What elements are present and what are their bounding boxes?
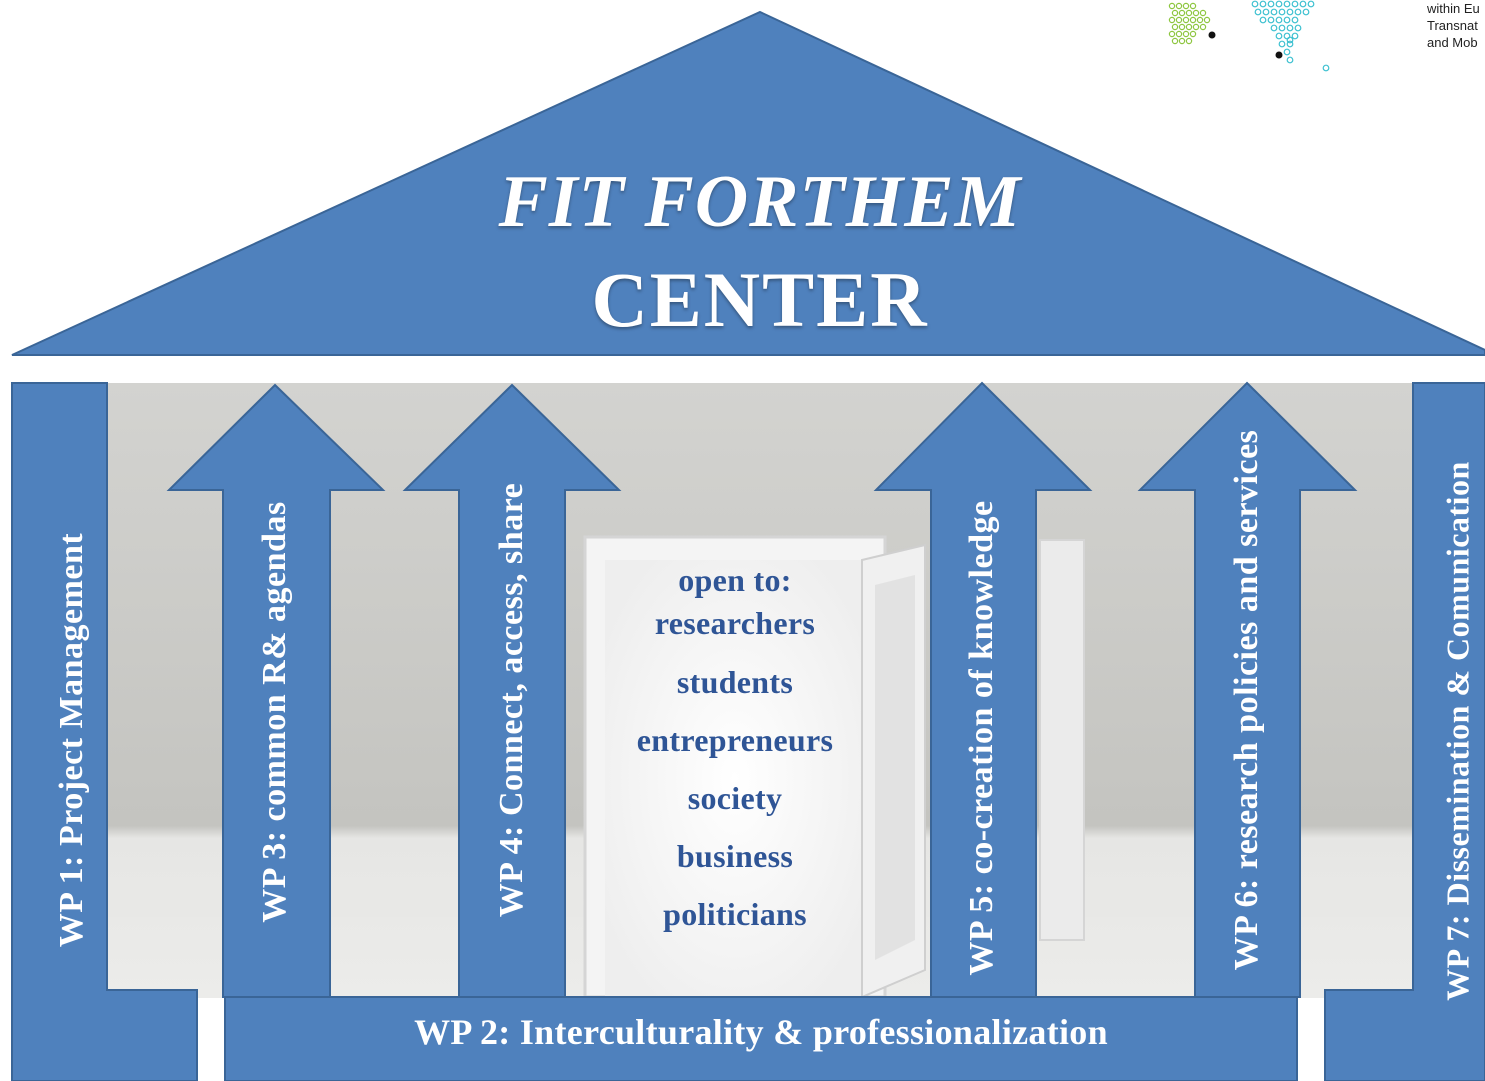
logo-dot — [1278, 40, 1286, 48]
logo-dot — [1203, 16, 1211, 24]
wp7-label: WP 7: Dissemination & Comunication — [1439, 461, 1476, 1001]
logo-dot — [1278, 24, 1286, 32]
logo-dot — [1178, 37, 1186, 45]
logo-dot — [1196, 16, 1204, 24]
logo-dot — [1286, 40, 1294, 48]
audience-item: entrepreneurs — [636, 722, 834, 758]
logo-dot — [1267, 0, 1275, 8]
roof — [11, 10, 1485, 356]
door-heading: open to: — [678, 562, 792, 598]
door-panel-inner — [875, 575, 915, 960]
logo-dot — [1267, 16, 1275, 24]
logo-dot — [1286, 24, 1294, 32]
logo-dot — [1283, 16, 1291, 24]
logo-dot — [1275, 32, 1283, 40]
logo-line: and Mob — [1427, 35, 1478, 50]
logo-dot — [1307, 0, 1315, 8]
logo-dot — [1294, 8, 1302, 16]
logo-dot — [1278, 8, 1286, 16]
wp6-label: WP 6: research policies and services — [1228, 429, 1265, 971]
logo-dot — [1182, 30, 1190, 38]
logo-dot — [1275, 0, 1283, 8]
logo-dot — [1182, 2, 1190, 10]
wp3-label: WP 3: common R& agendas — [256, 501, 293, 923]
logo-dot — [1254, 8, 1262, 16]
logo-dot — [1291, 0, 1299, 8]
logo-dot — [1199, 23, 1207, 31]
logo-dot — [1259, 0, 1267, 8]
wp1-label: WP 1: Project Management — [53, 532, 90, 948]
logo-dot — [1168, 16, 1176, 24]
logo-dot — [1275, 16, 1283, 24]
logo-dot — [1171, 23, 1179, 31]
logo-dot — [1275, 51, 1283, 59]
logo-line: within Eu — [1427, 1, 1480, 16]
logo-dot — [1189, 30, 1197, 38]
logo-dot — [1192, 23, 1200, 31]
doorway-light — [605, 560, 865, 997]
logo-dot — [1270, 24, 1278, 32]
audience-item: politicians — [663, 896, 807, 932]
logo-dot — [1189, 16, 1197, 24]
logo-dot — [1251, 0, 1259, 8]
logo-dot — [1175, 30, 1183, 38]
open-door — [583, 535, 1085, 999]
roof-title-line2: CENTER — [591, 256, 929, 343]
logo-dot — [1283, 48, 1291, 56]
logo-dot — [1283, 0, 1291, 8]
logo-dot — [1208, 31, 1216, 39]
logo-dot-map-icon — [1168, 0, 1330, 72]
logo-dot — [1286, 36, 1294, 44]
audience-item: business — [676, 838, 794, 874]
audience-item: students — [676, 664, 794, 700]
logo-dot — [1262, 8, 1270, 16]
pillar-wp1 — [11, 382, 198, 1081]
logo-dot — [1171, 9, 1179, 17]
logo-dot — [1178, 9, 1186, 17]
logo-dot — [1178, 23, 1186, 31]
door-frame-right — [1039, 539, 1085, 941]
logo-dot — [1192, 9, 1200, 17]
logo-dot — [1175, 2, 1183, 10]
logo-dot — [1302, 8, 1310, 16]
logo-dot — [1189, 2, 1197, 10]
logo-dot — [1182, 16, 1190, 24]
wp4-label: WP 4: Connect, access, share — [493, 482, 530, 918]
logo-line: Transnat — [1427, 18, 1478, 33]
logo-dot — [1175, 16, 1183, 24]
logo-dot — [1291, 16, 1299, 24]
logo-dot — [1286, 56, 1294, 64]
logo-dot — [1286, 8, 1294, 16]
logo-dot — [1299, 0, 1307, 8]
logo-dot — [1259, 16, 1267, 24]
logo-dot — [1171, 37, 1179, 45]
logo-dot — [1185, 9, 1193, 17]
logo-dot — [1270, 8, 1278, 16]
roof-title-line1: FIT FORTHEM — [498, 161, 1022, 243]
base-wp2 — [224, 996, 1298, 1081]
logo-dot — [1185, 37, 1193, 45]
logo-dot — [1291, 32, 1299, 40]
logo-dot — [1168, 30, 1176, 38]
logo-dot — [1199, 9, 1207, 17]
logo-dot — [1168, 2, 1176, 10]
wp2-label: WP 2: Interculturality & professionaliza… — [414, 1012, 1108, 1052]
logo-dot — [1294, 24, 1302, 32]
logo-dot — [1322, 64, 1330, 72]
wp5-label: WP 5: co-creation of knowledge — [963, 500, 1000, 976]
audience-item: researchers — [654, 605, 816, 641]
logo-text: within Eu Transnat and Mob — [1427, 0, 1485, 51]
logo-dot — [1185, 23, 1193, 31]
audience-item: society — [687, 780, 783, 816]
pillar-wp7 — [1324, 382, 1485, 1081]
